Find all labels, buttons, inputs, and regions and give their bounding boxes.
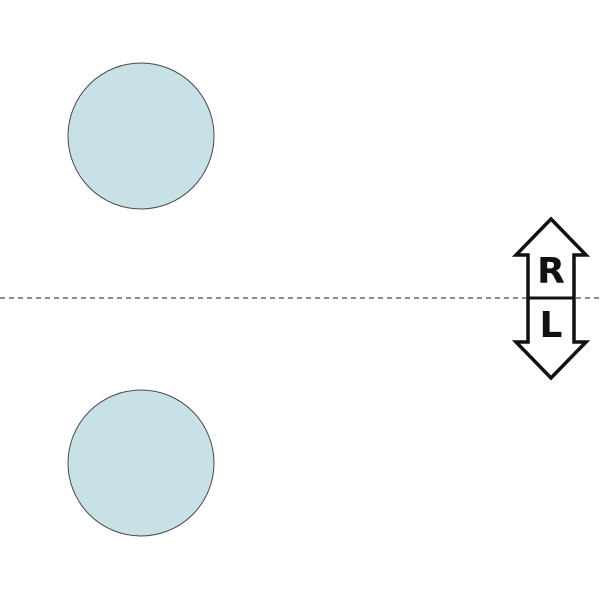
- label-l: L: [540, 305, 563, 346]
- top-circle: [67, 62, 215, 210]
- label-r: R: [537, 251, 565, 292]
- bottom-circle: [67, 389, 215, 537]
- direction-arrow: R L: [511, 216, 591, 381]
